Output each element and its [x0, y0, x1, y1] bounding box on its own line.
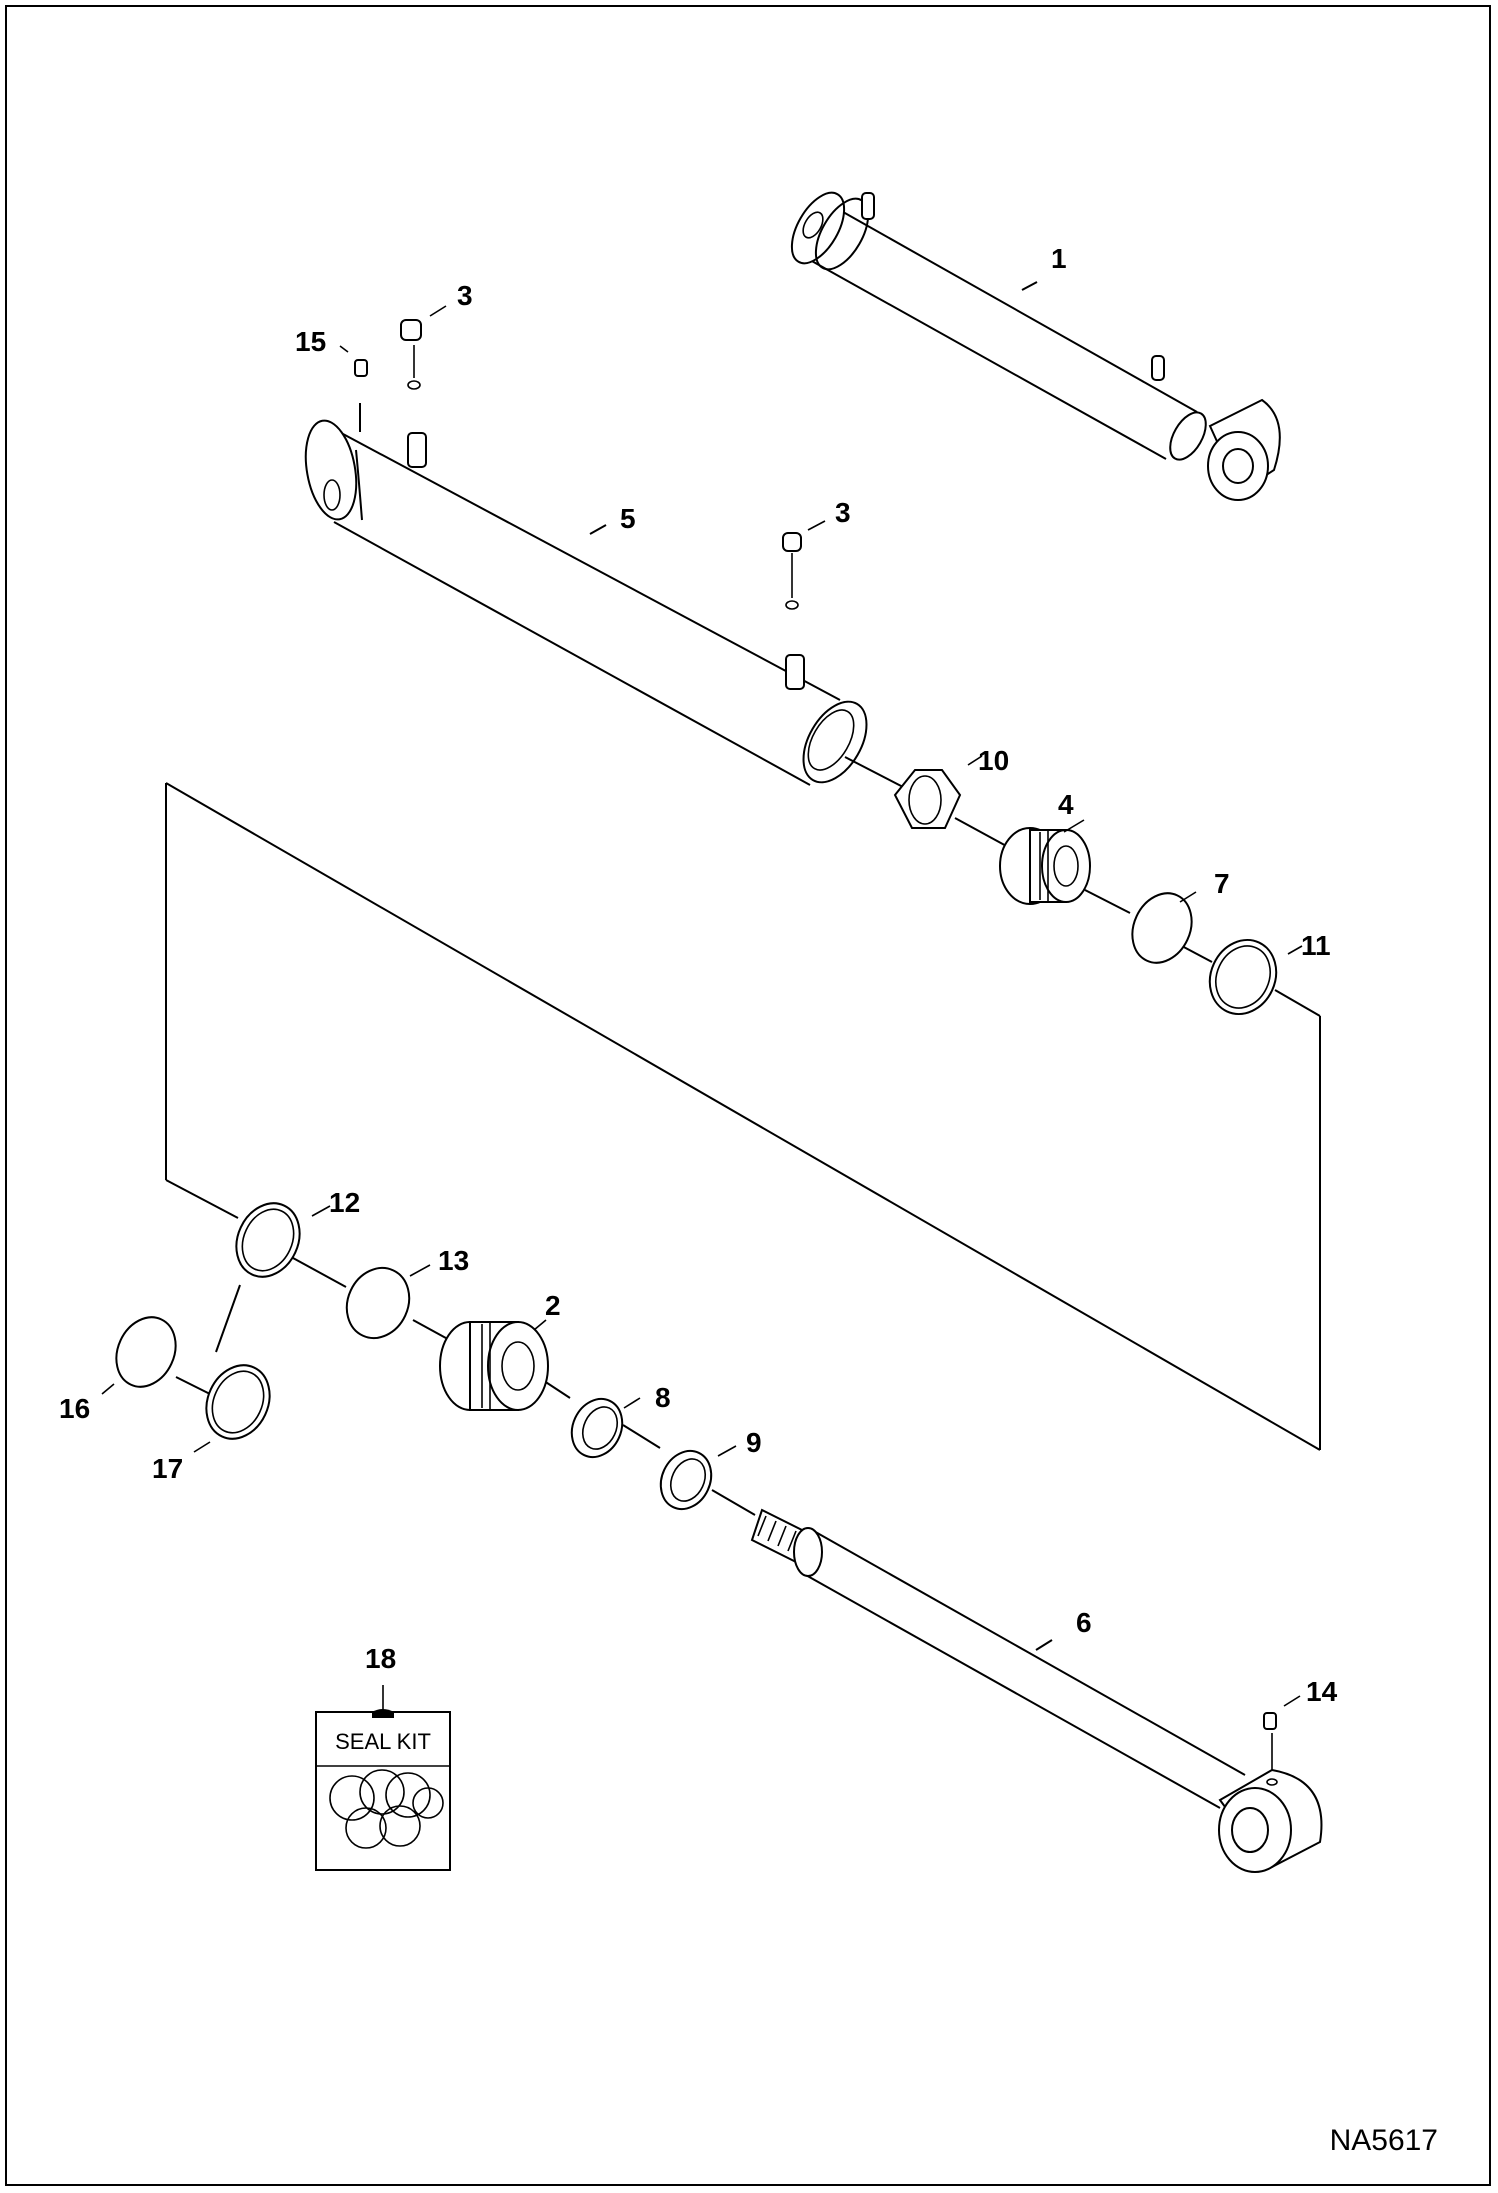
callout-labels: 1 2 3 3 4 5 6 7 8 9 10 11 12 13 14 15 16… [59, 243, 1338, 1707]
ring-12 [235, 1202, 301, 1278]
grease-fitting [339, 345, 368, 377]
leader-13 [409, 1264, 431, 1277]
drawing-frame [5, 5, 1491, 2186]
callout-9: 9 [746, 1427, 762, 1458]
leader-12 [311, 1205, 331, 1217]
callout-13: 13 [438, 1245, 469, 1276]
plug-fittings [400, 305, 826, 610]
wiper-9 [659, 1449, 713, 1511]
piston-nut [893, 769, 962, 829]
callout-4: 4 [1058, 789, 1074, 820]
leader-7 [1179, 891, 1197, 903]
drawing-code: NA5617 [1330, 2124, 1438, 2157]
seal-kit-label: SEAL KIT [335, 1729, 431, 1754]
callout-14: 14 [1306, 1676, 1338, 1707]
ring-16 [115, 1316, 177, 1388]
callout-7: 7 [1214, 868, 1230, 899]
assembled-cylinder [790, 191, 1281, 501]
leader-11 [1287, 945, 1303, 955]
piston-rod [750, 1508, 1323, 1873]
wear-ring-11 [1208, 939, 1278, 1015]
callout-11: 11 [1301, 930, 1331, 961]
callout-18: 18 [365, 1643, 396, 1674]
callout-16: 16 [59, 1393, 90, 1424]
leader-4 [1063, 819, 1085, 833]
callout-3-upper: 3 [457, 280, 473, 311]
ring-13 [345, 1266, 411, 1340]
callout-5: 5 [620, 503, 636, 534]
leader-9 [717, 1445, 737, 1457]
callout-15: 15 [295, 326, 326, 357]
leader-10 [967, 755, 983, 766]
cylinder-head [439, 1321, 549, 1411]
callout-3-lower: 3 [835, 497, 851, 528]
piston [999, 827, 1091, 905]
callout-6: 6 [1076, 1607, 1092, 1638]
callout-12: 12 [329, 1187, 360, 1218]
grease-fitting-rod [1263, 1695, 1301, 1770]
callout-17: 17 [152, 1453, 183, 1484]
leader-8 [623, 1397, 641, 1409]
callout-2: 2 [545, 1290, 561, 1321]
callout-8: 8 [655, 1382, 671, 1413]
callout-10: 10 [978, 745, 1009, 776]
explode-path [165, 756, 1321, 1516]
rod-seal-8 [570, 1397, 624, 1459]
leader-2 [533, 1319, 547, 1331]
seal-kit-box [315, 1685, 451, 1871]
leader-17 [193, 1441, 211, 1453]
o-ring-7 [1131, 892, 1193, 964]
barrel [304, 403, 868, 786]
leader-16 [101, 1383, 115, 1395]
ring-17 [205, 1364, 271, 1440]
callout-1: 1 [1051, 243, 1067, 274]
